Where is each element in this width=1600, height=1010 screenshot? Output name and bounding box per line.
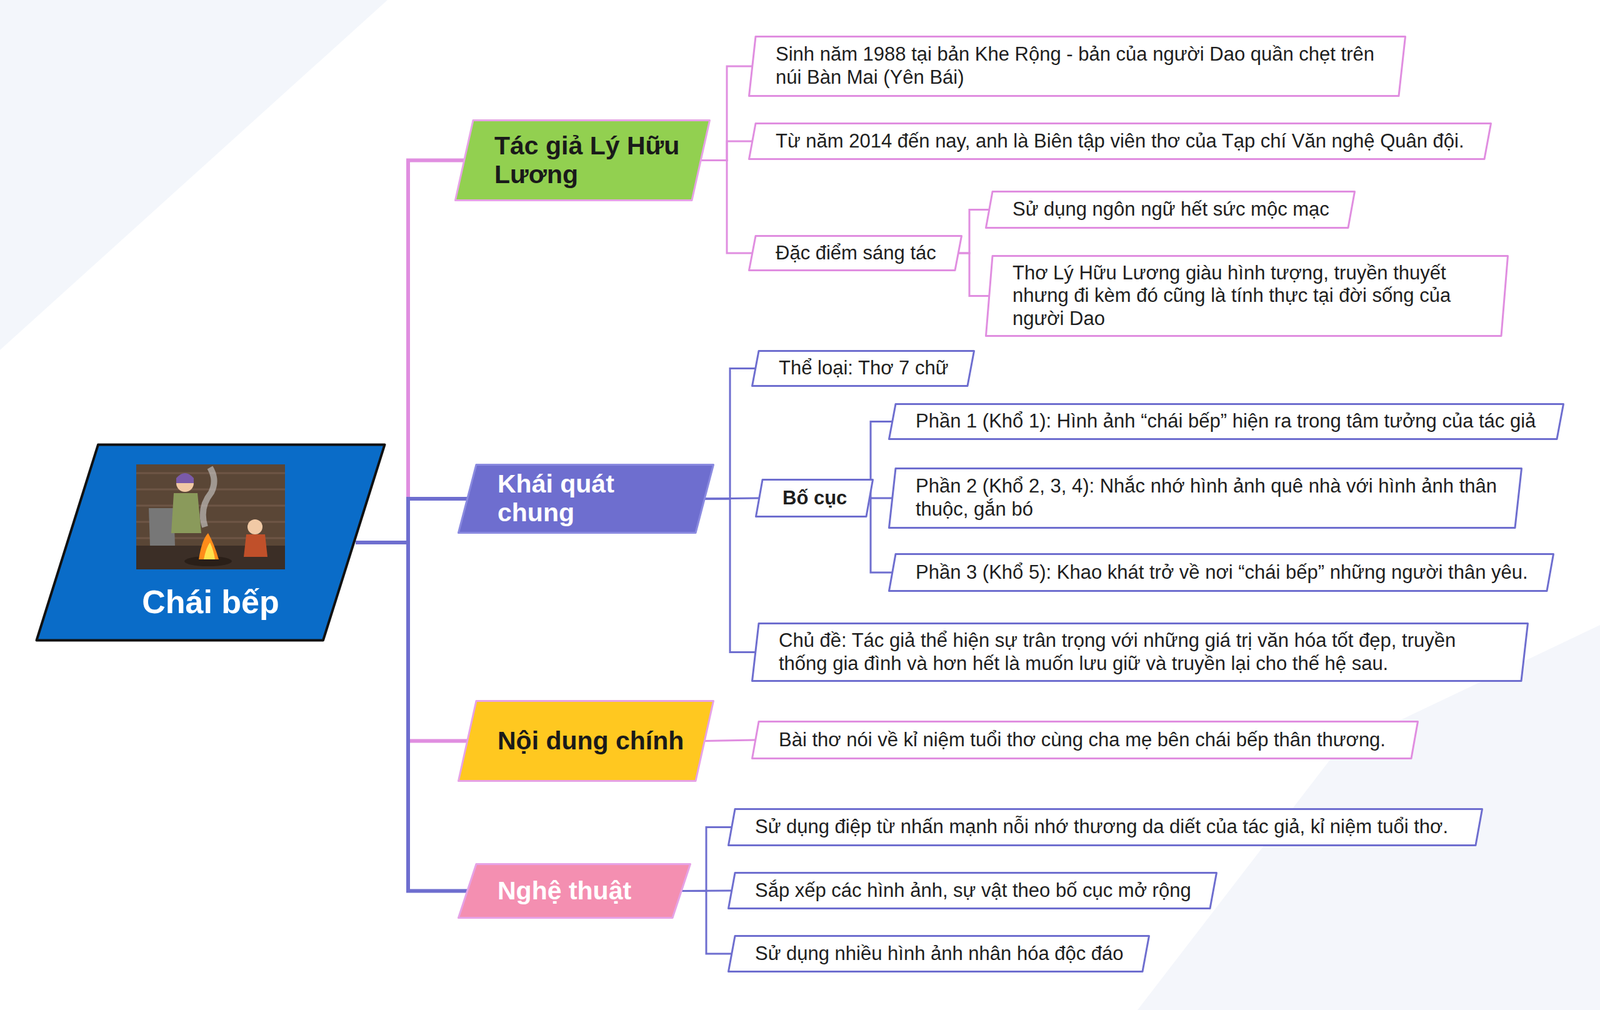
branch-connector bbox=[681, 827, 732, 892]
branch-topic: Nghệ thuật bbox=[457, 863, 692, 919]
leaf-topic: Phần 3 (Khổ 5): Khao khát trở về nơi “ch… bbox=[888, 553, 1555, 592]
shape-fill bbox=[752, 351, 975, 387]
shape-fill bbox=[986, 191, 1355, 229]
chair bbox=[148, 508, 175, 546]
mother-body bbox=[171, 493, 202, 534]
shape-fill bbox=[752, 623, 1529, 682]
topic-text: Bài thơ nói về kỉ niệm tuổi thơ cùng cha… bbox=[778, 728, 1386, 752]
topic-text: Sử dụng ngôn ngữ hết sức mộc mạc bbox=[1012, 198, 1330, 222]
leaf-topic: Sử dụng ngôn ngữ hết sức mộc mạc bbox=[985, 190, 1356, 229]
leaf-topic: Phần 2 (Khổ 2, 3, 4): Nhắc nhớ hình ảnh … bbox=[888, 467, 1523, 529]
topic-text: Phần 3 (Khổ 5): Khao khát trở về nơi “ch… bbox=[915, 561, 1529, 585]
fire bbox=[198, 533, 219, 560]
topic-text: Bố cục bbox=[782, 486, 847, 510]
topic-text: Khái quát chung bbox=[497, 470, 690, 528]
branch-connector bbox=[957, 210, 989, 254]
topic-text: Tác giả Lý Hữu Lương bbox=[494, 131, 686, 190]
topic-text: Sinh năm 1988 tại bản Khe Rộng - bản của… bbox=[775, 43, 1383, 89]
topic-text: Thể loại: Thơ 7 chữ bbox=[778, 356, 949, 380]
topic-text: Thơ Lý Hữu Lương giàu hình tượng, truyền… bbox=[1012, 261, 1485, 331]
child-head bbox=[247, 519, 263, 535]
branch-connector bbox=[700, 160, 752, 254]
shape-fill bbox=[986, 256, 1509, 337]
branch-topic: Nội dung chính bbox=[457, 700, 715, 782]
central-topic: Chái bếp bbox=[35, 443, 386, 642]
branch-connector bbox=[704, 368, 755, 500]
branch-connector bbox=[355, 542, 468, 742]
branch-topic: Khái quát chung bbox=[457, 463, 715, 534]
shape-fill bbox=[455, 120, 710, 201]
topic-text: Sử dụng nhiều hình ảnh nhân hóa độc đáo bbox=[755, 942, 1124, 966]
topic-text: Từ năm 2014 đến nay, anh là Biên tập viê… bbox=[775, 130, 1465, 154]
branch-connector bbox=[681, 891, 732, 955]
leaf-topic: Sử dụng điệp từ nhấn mạnh nỗi nhớ thương… bbox=[727, 808, 1484, 847]
shape-fill bbox=[749, 36, 1406, 97]
smoke bbox=[203, 467, 215, 527]
shape-fill bbox=[889, 404, 1564, 440]
branch-topic: Tác giả Lý Hữu Lương bbox=[454, 119, 711, 202]
branch-connector bbox=[868, 498, 892, 573]
branch-connector bbox=[355, 542, 468, 892]
leaf-topic: Sắp xếp các hình ảnh, sự vật theo bố cục… bbox=[727, 871, 1218, 910]
shape-fill bbox=[728, 873, 1217, 909]
leaf-topic: Chủ đề: Tác giả thể hiện sự trân trọng v… bbox=[751, 622, 1529, 682]
shape-fill bbox=[458, 864, 691, 919]
leaf-topic: Bố cục bbox=[755, 478, 874, 518]
leaf-topic: Thể loại: Thơ 7 chữ bbox=[751, 350, 975, 387]
topic-text: Sắp xếp các hình ảnh, sự vật theo bố cục… bbox=[755, 879, 1192, 903]
leaf-topic: Từ năm 2014 đến nay, anh là Biên tập viê… bbox=[748, 122, 1492, 160]
leaf-topic: Thơ Lý Hữu Lương giàu hình tượng, truyền… bbox=[985, 255, 1509, 337]
branch-connector bbox=[700, 141, 752, 161]
shape-fill bbox=[756, 480, 874, 517]
central-label: Chái bếp bbox=[141, 583, 280, 621]
branch-connector bbox=[700, 66, 752, 161]
shape-fill bbox=[752, 721, 1419, 759]
topic-text: Phần 1 (Khổ 1): Hình ảnh “chái bếp” hiện… bbox=[915, 410, 1536, 434]
branch-connector bbox=[704, 498, 755, 653]
mother-scarf bbox=[176, 473, 194, 484]
branch-connector bbox=[957, 253, 989, 297]
brick-line bbox=[136, 505, 285, 507]
shape-fill bbox=[458, 465, 714, 534]
leaf-topic: Đặc điểm sáng tác bbox=[748, 235, 963, 272]
child-body bbox=[243, 534, 268, 557]
fire bbox=[203, 542, 215, 560]
leaf-topic: Bài thơ nói về kỉ niệm tuổi thơ cùng cha… bbox=[751, 720, 1419, 760]
topic-text: Nghệ thuật bbox=[497, 876, 632, 906]
shape-fill bbox=[749, 123, 1492, 160]
topic-text: Chủ đề: Tác giả thể hiện sự trân trọng v… bbox=[778, 629, 1505, 675]
shape-fill bbox=[728, 936, 1150, 972]
wall bbox=[136, 464, 285, 570]
topic-text: Sử dụng điệp từ nhấn mạnh nỗi nhớ thương… bbox=[755, 815, 1449, 839]
shape-fill bbox=[458, 701, 714, 782]
leaf-topic: Sử dụng nhiều hình ảnh nhân hóa độc đáo bbox=[727, 935, 1150, 973]
branch-connector bbox=[355, 498, 468, 543]
leaf-topic: Sinh năm 1988 tại bản Khe Rộng - bản của… bbox=[748, 35, 1407, 97]
bg-shape bbox=[0, 0, 388, 350]
leaf-topic: Phần 1 (Khổ 1): Hình ảnh “chái bếp” hiện… bbox=[888, 403, 1565, 440]
branch-connector bbox=[868, 497, 892, 500]
topic-text: Phần 2 (Khổ 2, 3, 4): Nhắc nhớ hình ảnh … bbox=[915, 475, 1499, 521]
shape-fill bbox=[728, 809, 1483, 846]
shape-fill bbox=[749, 236, 962, 271]
illustration bbox=[136, 464, 285, 570]
topic-text: Đặc điểm sáng tác bbox=[775, 241, 937, 265]
branch-connector bbox=[704, 740, 755, 742]
shape-fill bbox=[889, 468, 1522, 529]
shape-fill bbox=[36, 445, 385, 641]
shape-fill bbox=[889, 554, 1554, 592]
topic-text: Nội dung chính bbox=[497, 726, 684, 756]
